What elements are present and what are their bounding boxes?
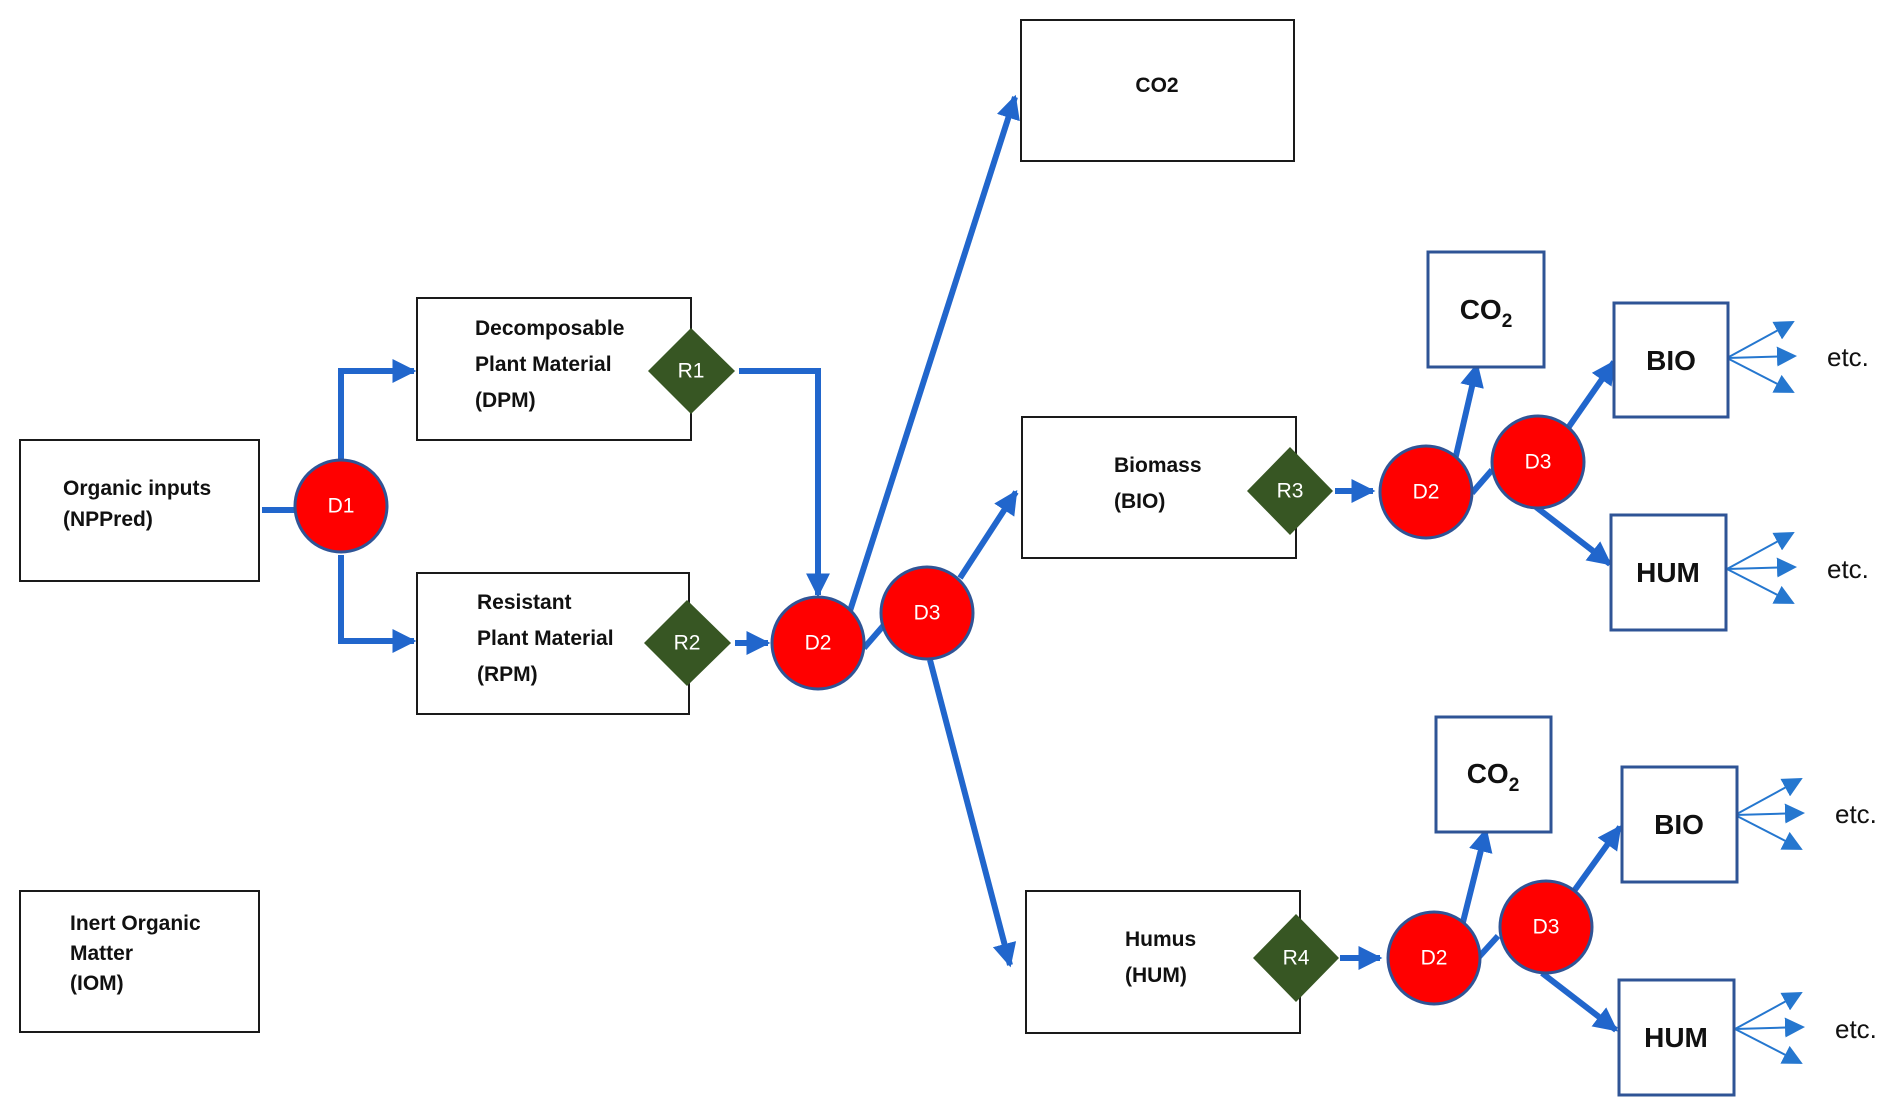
svg-text:D3: D3 xyxy=(1525,451,1552,474)
rate-node-r4: R4 xyxy=(1253,914,1339,1002)
humus-label: Humus xyxy=(1125,928,1196,951)
fan-hum-upper xyxy=(1726,532,1797,604)
fan-bio-lower xyxy=(1734,778,1805,850)
rpm-code: (RPM) xyxy=(477,663,538,686)
decay-node-d3-biomass: D3 xyxy=(1490,414,1586,510)
output-bio-upper: BIO xyxy=(1612,301,1730,419)
output-co2-upper: CO2 xyxy=(1426,250,1546,369)
arrow-bio-d3-to-hum xyxy=(1534,504,1612,567)
svg-text:D1: D1 xyxy=(328,495,355,518)
svg-text:D2: D2 xyxy=(1421,947,1448,970)
output-co2-lower: CO2 xyxy=(1434,715,1553,834)
svg-text:D3: D3 xyxy=(914,602,941,625)
bio-lower-label: BIO xyxy=(1654,809,1704,840)
arrow-hum-d3-to-bio xyxy=(1571,825,1623,893)
decay-node-d1: D1 xyxy=(293,458,389,554)
dpm-code: (DPM) xyxy=(475,389,536,412)
etc-label-hum-upper: etc. xyxy=(1827,554,1869,584)
iom-code: (IOM) xyxy=(70,972,124,995)
humus-code: (HUM) xyxy=(1125,964,1187,987)
output-bio-lower: BIO xyxy=(1620,765,1739,884)
arrow-d3-to-biomass xyxy=(957,489,1019,580)
decay-node-d2-humus: D2 xyxy=(1386,910,1482,1006)
pool-rpm: Resistant Plant Material (RPM) xyxy=(416,572,690,715)
svg-text:R2: R2 xyxy=(674,632,701,655)
fan-bio-upper xyxy=(1726,321,1797,393)
organic-inputs-label: Organic inputs xyxy=(63,477,211,500)
biomass-label: Biomass xyxy=(1114,454,1202,477)
etc-label-bio-upper: etc. xyxy=(1827,342,1869,372)
dpm-label-line1: Decomposable xyxy=(475,317,624,340)
arrow-d2-to-d3 xyxy=(861,623,887,650)
rpm-label-line2: Plant Material xyxy=(477,627,614,650)
arrow-hum-d2-to-co2 xyxy=(1459,827,1493,927)
output-hum-upper: HUM xyxy=(1609,513,1728,632)
rpm-label-line1: Resistant xyxy=(477,591,572,614)
continuation-fans xyxy=(1726,321,1805,1064)
arrow-bio-d3-to-bio xyxy=(1565,360,1617,430)
decay-node-d2-main: D2 xyxy=(770,595,866,691)
arrow-bio-d2-to-d3 xyxy=(1469,468,1495,495)
rate-node-r3: R3 xyxy=(1247,447,1333,535)
co2-upper-label: CO2 xyxy=(1460,294,1513,332)
rate-node-r1: R1 xyxy=(648,328,735,414)
arrow-r1-to-d2 xyxy=(739,368,830,598)
rate-node-r2: R2 xyxy=(644,600,731,686)
decay-node-d3-main: D3 xyxy=(879,565,975,661)
pool-humus: Humus (HUM) xyxy=(1025,890,1301,1034)
iom-label-line2: Matter xyxy=(70,942,133,965)
decay-node-d3-humus: D3 xyxy=(1498,879,1594,975)
svg-text:D3: D3 xyxy=(1533,916,1560,939)
svg-text:D2: D2 xyxy=(805,632,832,655)
etc-label-hum-lower: etc. xyxy=(1835,1014,1877,1044)
output-hum-lower: HUM xyxy=(1617,978,1736,1097)
etc-label-bio-lower: etc. xyxy=(1835,799,1877,829)
arrow-d1-to-rpm xyxy=(338,555,417,653)
bio-upper-label: BIO xyxy=(1646,345,1696,376)
pool-co2-main: CO2 xyxy=(1020,19,1295,162)
pool-dpm: Decomposable Plant Material (DPM) xyxy=(416,297,692,441)
pool-organic-inputs: Organic inputs (NPPred) xyxy=(19,439,260,582)
fan-hum-lower xyxy=(1734,992,1805,1064)
arrow-d1-to-dpm xyxy=(338,359,417,465)
pool-inert-organic-matter: Inert Organic Matter (IOM) xyxy=(19,890,260,1033)
hum-upper-label: HUM xyxy=(1636,557,1700,588)
organic-inputs-code: (NPPred) xyxy=(63,508,153,531)
pool-biomass: Biomass (BIO) xyxy=(1021,416,1297,559)
arrow-hum-d3-to-hum xyxy=(1540,970,1618,1033)
svg-text:D2: D2 xyxy=(1413,481,1440,504)
svg-text:R3: R3 xyxy=(1277,480,1304,503)
hum-lower-label: HUM xyxy=(1644,1022,1708,1053)
flow-arrows xyxy=(262,94,1623,1033)
co2-main-label: CO2 xyxy=(1135,74,1178,97)
co2-lower-label: CO2 xyxy=(1467,758,1520,796)
biomass-code: (BIO) xyxy=(1114,490,1165,513)
arrow-d3-to-humus xyxy=(927,659,1017,968)
arrow-bio-d2-to-co2 xyxy=(1452,362,1484,461)
decay-node-d2-biomass: D2 xyxy=(1378,444,1474,540)
svg-text:R1: R1 xyxy=(678,360,705,383)
iom-label-line1: Inert Organic xyxy=(70,912,201,935)
dpm-label-line2: Plant Material xyxy=(475,353,612,376)
arrow-d2-to-co2 xyxy=(846,94,1020,615)
svg-text:R4: R4 xyxy=(1283,947,1310,970)
